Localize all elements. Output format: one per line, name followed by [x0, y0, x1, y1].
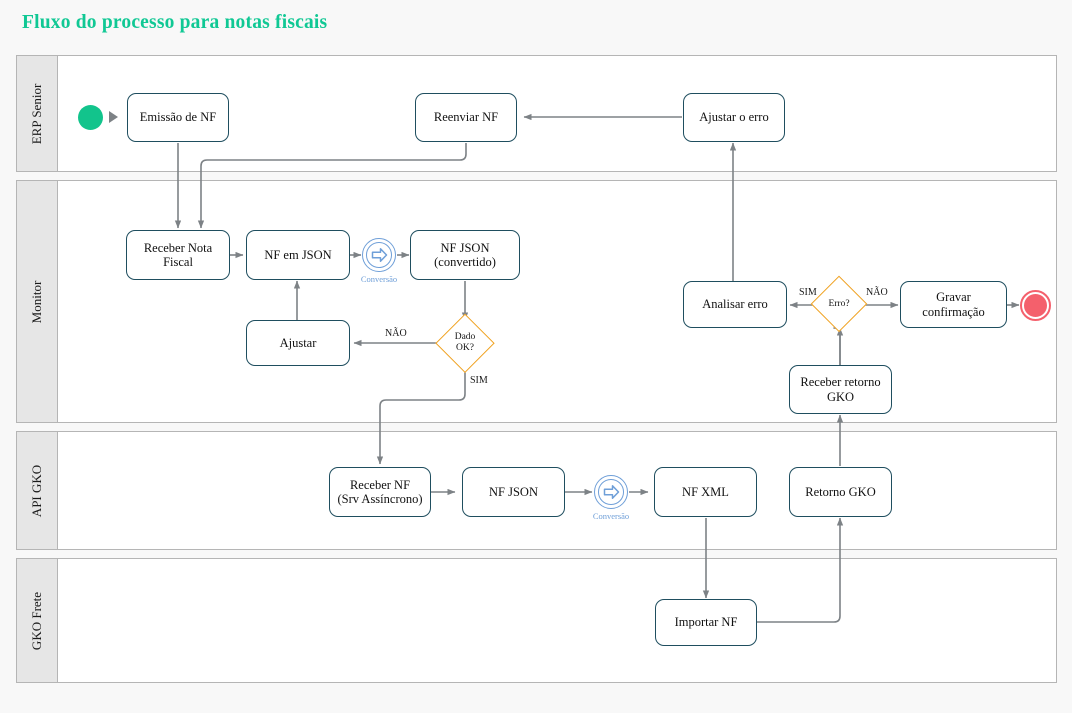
- task-nf-json[interactable]: NF JSON: [462, 467, 565, 517]
- lane-gko-frete: GKO Frete: [16, 558, 1057, 683]
- lane-header-gko-frete: GKO Frete: [17, 559, 58, 682]
- edge-label-dado-sim: SIM: [470, 375, 488, 386]
- task-reenviar-nf[interactable]: Reenviar NF: [415, 93, 517, 142]
- lane-body-gko-frete: [58, 559, 1056, 682]
- task-receber-nota-fiscal[interactable]: Receber Nota Fiscal: [126, 230, 230, 280]
- task-nf-json-convertido[interactable]: NF JSON (convertido): [410, 230, 520, 280]
- task-ajustar[interactable]: Ajustar: [246, 320, 350, 366]
- task-analisar-erro[interactable]: Analisar erro: [683, 281, 787, 328]
- end-event: [1020, 290, 1051, 321]
- edge-label-dado-nao: NÃO: [385, 328, 407, 339]
- lane-label-gko-frete: GKO Frete: [29, 591, 44, 650]
- edge-label-erro-nao: NÃO: [866, 287, 888, 298]
- task-nf-em-json[interactable]: NF em JSON: [246, 230, 350, 280]
- lane-label-monitor: Monitor: [29, 280, 44, 323]
- task-nf-xml[interactable]: NF XML: [654, 467, 757, 517]
- start-event: [78, 105, 103, 130]
- edge-label-erro-sim: SIM: [799, 287, 817, 298]
- lane-header-monitor: Monitor: [17, 181, 58, 422]
- gateway-dado-ok[interactable]: Dado OK?: [435, 313, 495, 373]
- lane-label-api-gko: API GKO: [29, 464, 44, 517]
- lane-header-api-gko: API GKO: [17, 432, 58, 549]
- gateway-erro-label: Erro?: [828, 298, 850, 309]
- task-emissao-de-nf[interactable]: Emissão de NF: [127, 93, 229, 142]
- task-receber-nf-srv-assincrono[interactable]: Receber NF (Srv Assíncrono): [329, 467, 431, 517]
- gateway-dado-ok-label: Dado OK?: [454, 332, 476, 353]
- conversao-label-monitor: Conversão: [360, 274, 398, 284]
- gateway-erro[interactable]: Erro?: [810, 275, 868, 333]
- task-gravar-confirmacao[interactable]: Gravar confirmação: [900, 281, 1007, 328]
- task-importar-nf[interactable]: Importar NF: [655, 599, 757, 646]
- conversao-label-api-gko: Conversão: [592, 511, 630, 521]
- lane-header-erp-senior: ERP Senior: [17, 56, 58, 171]
- conversao-icon-monitor: [362, 238, 396, 272]
- lane-label-erp-senior: ERP Senior: [29, 83, 44, 144]
- conversao-icon-api-gko: [594, 475, 628, 509]
- page-title: Fluxo do processo para notas fiscais: [22, 12, 328, 33]
- task-ajustar-o-erro[interactable]: Ajustar o erro: [683, 93, 785, 142]
- play-triangle-icon: [109, 111, 118, 123]
- task-retorno-gko[interactable]: Retorno GKO: [789, 467, 892, 517]
- task-receber-retorno-gko[interactable]: Receber retorno GKO: [789, 365, 892, 414]
